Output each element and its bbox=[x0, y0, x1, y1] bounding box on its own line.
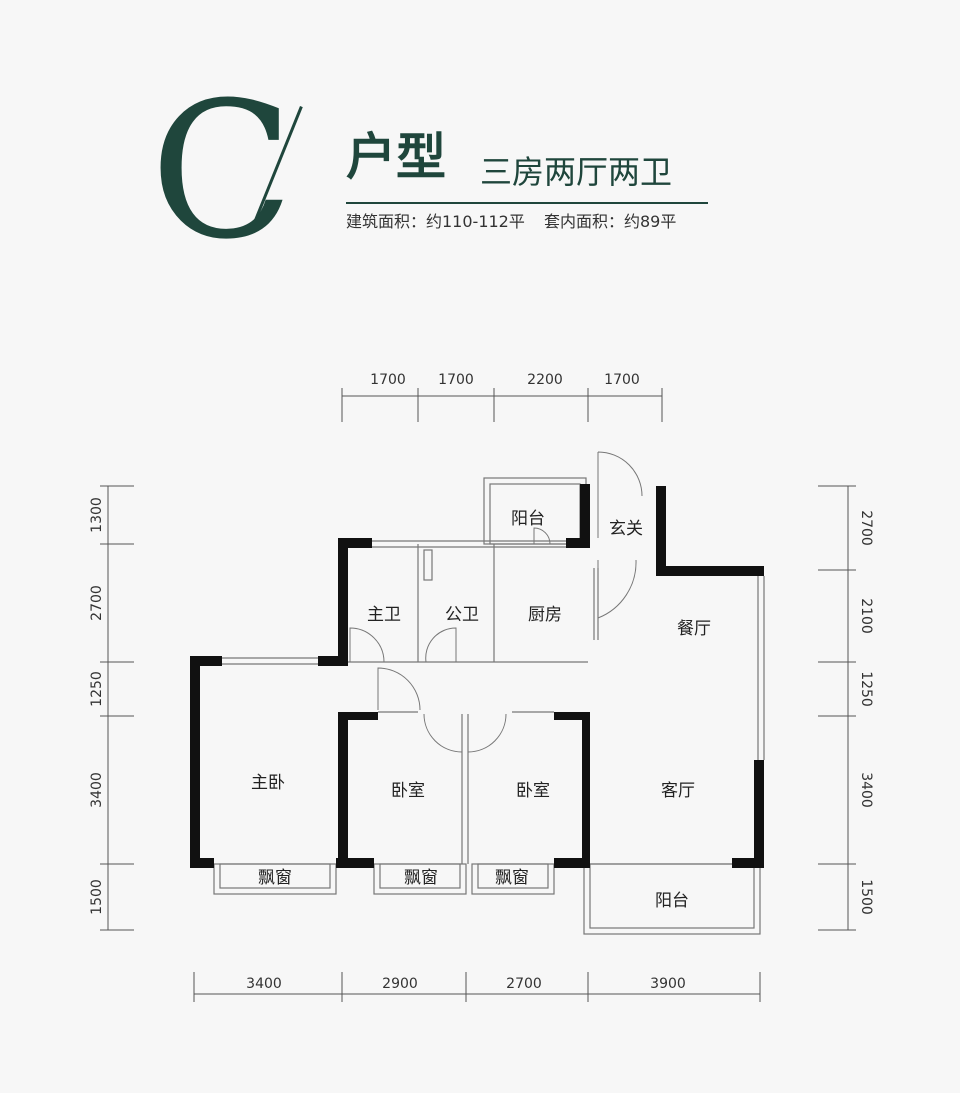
dim-left-2: 2700 bbox=[89, 585, 105, 621]
bay-window-3: 飘窗 bbox=[495, 868, 529, 888]
dim-bottom-3: 2700 bbox=[506, 976, 542, 992]
dim-bottom-2: 2900 bbox=[382, 976, 418, 992]
title-underline bbox=[346, 202, 708, 204]
dim-right-5: 1500 bbox=[858, 879, 874, 915]
dimension-lines bbox=[100, 388, 856, 1002]
dim-left-5: 1500 bbox=[89, 879, 105, 915]
dim-top-1: 1700 bbox=[370, 372, 406, 388]
dim-top-4: 1700 bbox=[604, 372, 640, 388]
dim-left-3: 1250 bbox=[89, 671, 105, 707]
layout-description: 三房两厅两卫 bbox=[480, 153, 673, 191]
room-bedroom-1: 卧室 bbox=[391, 781, 425, 801]
dim-bottom-4: 3900 bbox=[650, 976, 686, 992]
room-kitchen: 厨房 bbox=[528, 605, 562, 625]
bay-window-2: 飘窗 bbox=[404, 868, 438, 888]
dim-right-3: 1250 bbox=[858, 671, 874, 707]
bay-window-1: 飘窗 bbox=[258, 868, 292, 888]
room-master-bath: 主卫 bbox=[367, 605, 401, 625]
room-foyer: 玄关 bbox=[609, 519, 643, 539]
dim-left-1: 1300 bbox=[89, 497, 105, 533]
room-living: 客厅 bbox=[661, 781, 695, 801]
room-balcony-top: 阳台 bbox=[511, 509, 545, 529]
dim-top-3: 2200 bbox=[527, 372, 563, 388]
dim-left-4: 3400 bbox=[89, 772, 105, 808]
dim-top-2: 1700 bbox=[438, 372, 474, 388]
build-area: 建筑面积：约110-112平 bbox=[346, 212, 525, 231]
dim-right-2: 2100 bbox=[858, 598, 874, 634]
header: C 户型 三房两厅两卫 建筑面积：约110-112平 套内面积：约89平 bbox=[0, 0, 960, 266]
dim-right-4: 3400 bbox=[858, 772, 874, 808]
dimension-labels: 1700 1700 2200 1700 3400 2900 2700 3900 … bbox=[89, 372, 874, 992]
room-bedroom-2: 卧室 bbox=[516, 781, 550, 801]
room-master-bedroom: 主卧 bbox=[251, 773, 285, 793]
walls bbox=[190, 484, 764, 868]
room-dining: 餐厅 bbox=[677, 619, 711, 639]
room-public-bath: 公卫 bbox=[445, 605, 479, 625]
unit-type-label: 户型 bbox=[346, 128, 446, 186]
room-balcony-bottom: 阳台 bbox=[655, 891, 689, 911]
area-info: 建筑面积：约110-112平 套内面积：约89平 bbox=[346, 214, 690, 230]
room-labels: 阳台 玄关 主卫 公卫 厨房 餐厅 主卧 卧室 卧室 客厅 飘窗 飘窗 飘窗 阳… bbox=[251, 509, 711, 911]
door-swings bbox=[349, 451, 643, 753]
dim-right-1: 2700 bbox=[858, 510, 874, 546]
dim-bottom-1: 3400 bbox=[246, 976, 282, 992]
inner-area: 套内面积：约89平 bbox=[543, 212, 677, 231]
thin-lines bbox=[213, 477, 765, 935]
unit-type-letter: C bbox=[150, 62, 294, 281]
